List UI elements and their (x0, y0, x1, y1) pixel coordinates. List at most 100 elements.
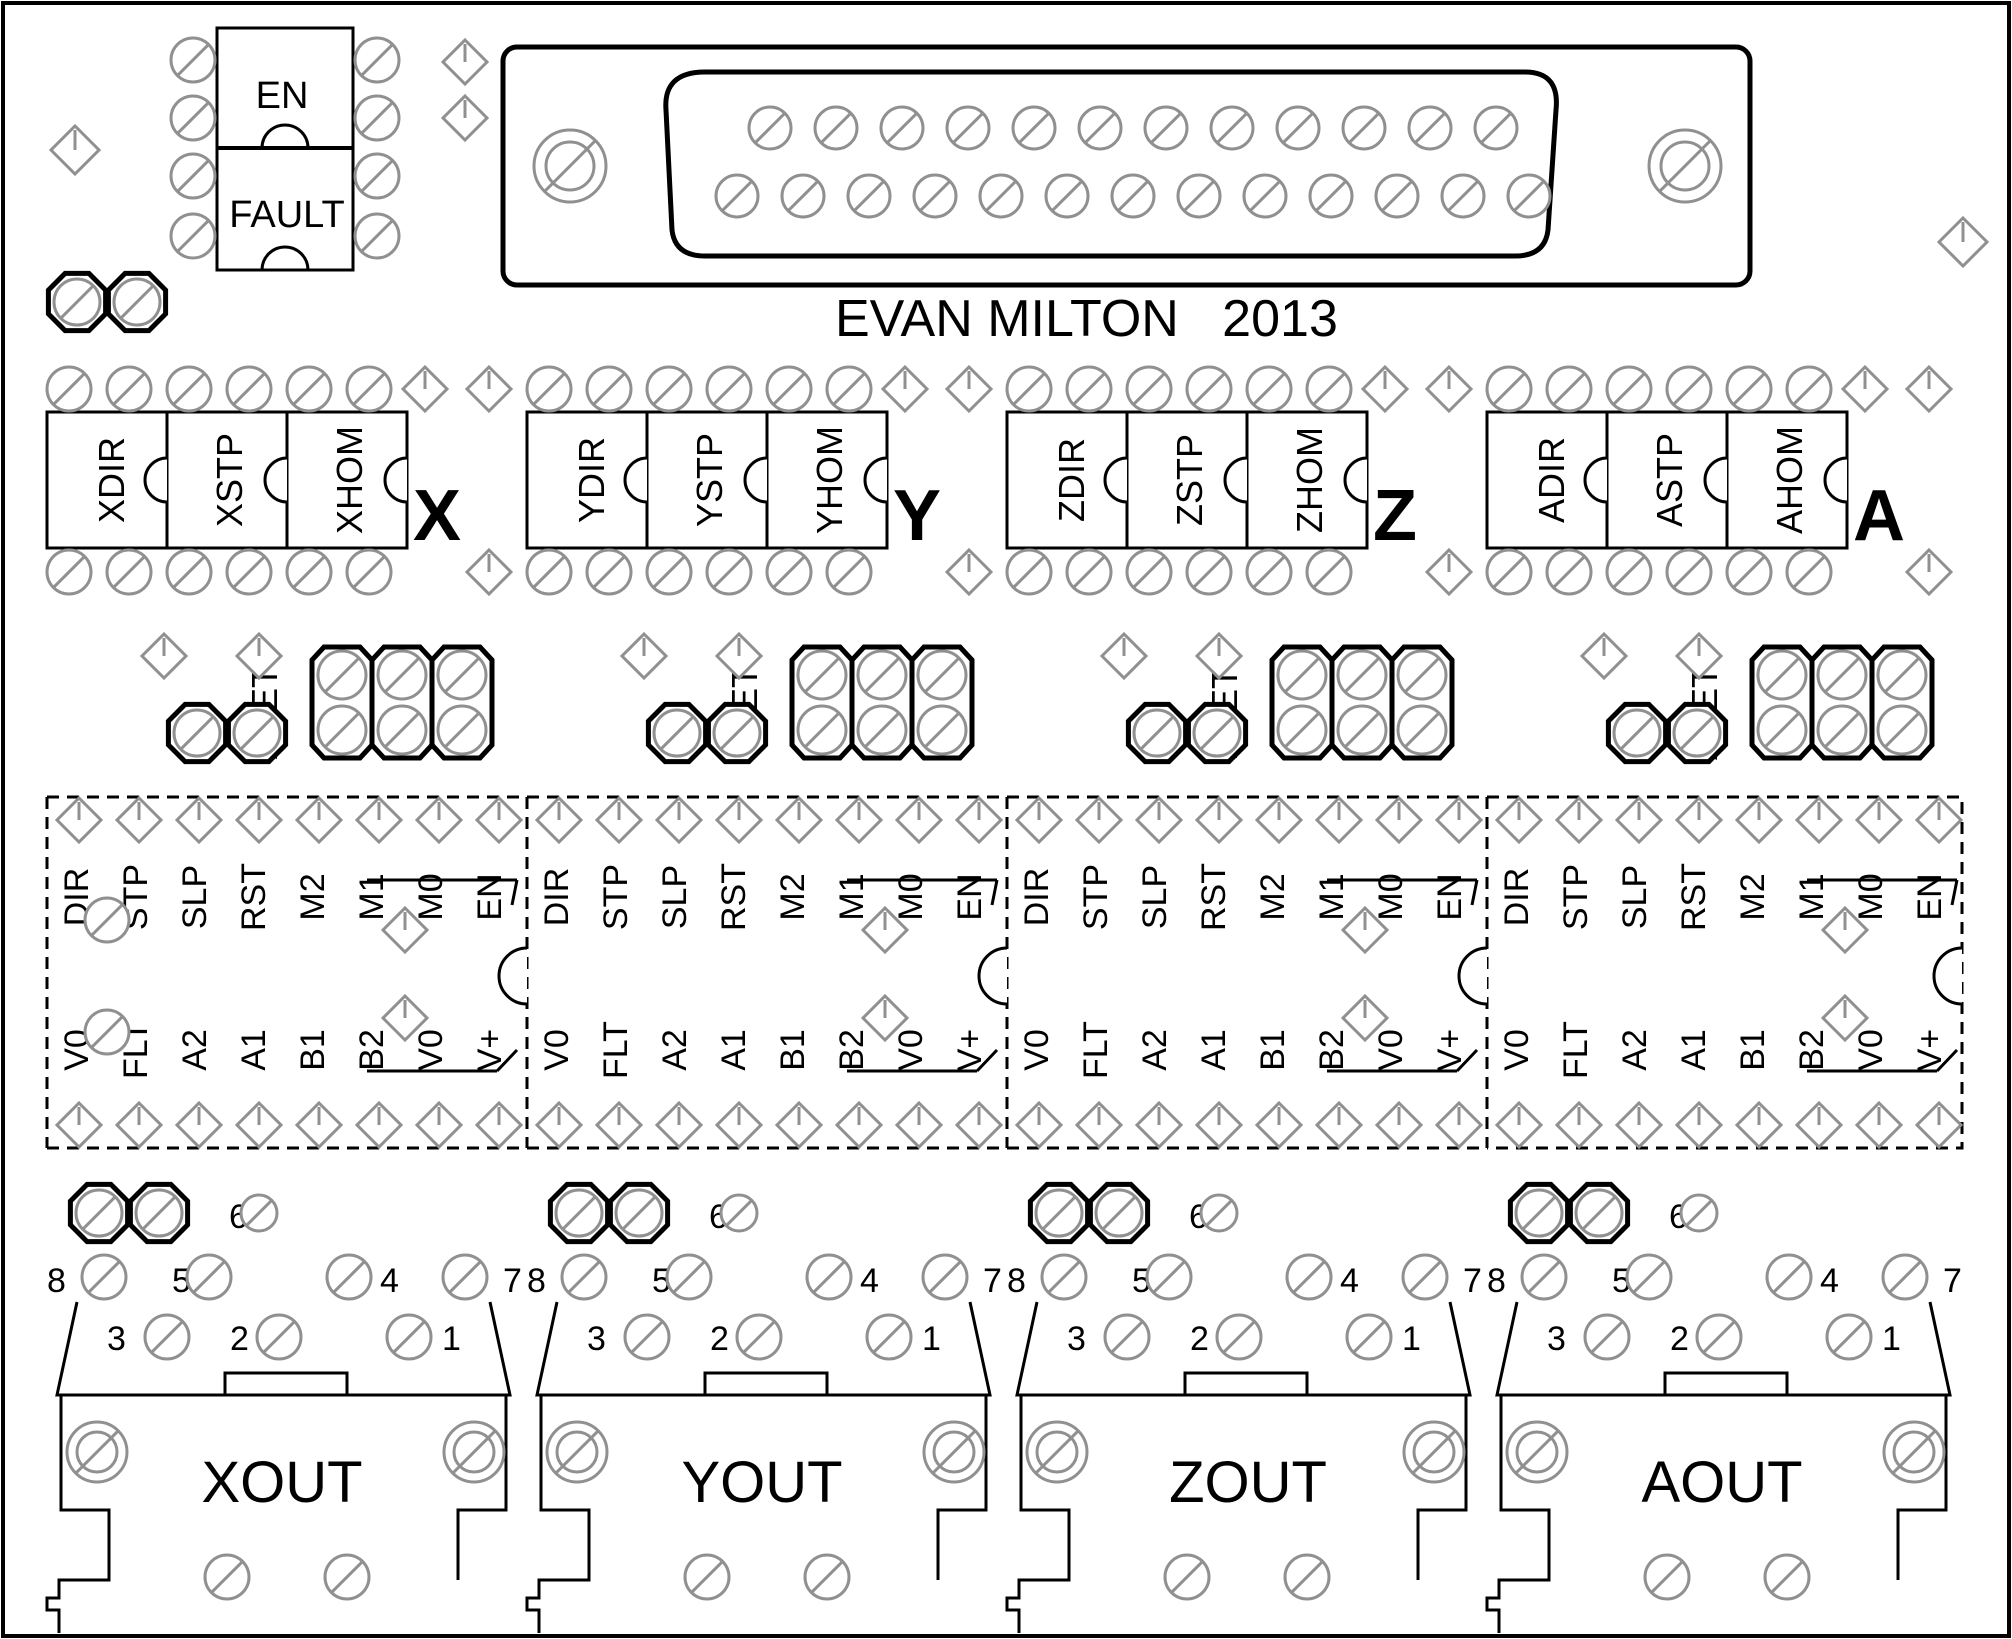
opto-pin (1785, 548, 1833, 596)
output-pin (385, 1313, 433, 1361)
opto-pin (705, 548, 753, 596)
led-pin (353, 94, 401, 142)
driver-via (1794, 795, 1844, 845)
output-pin (1103, 1313, 1151, 1361)
db25-pin (1473, 105, 1519, 151)
set-jumper (165, 701, 289, 765)
driver-via (174, 1100, 224, 1150)
driver-via (1374, 1100, 1424, 1150)
driver-x-top-labels: DIR STP SLP RST M2 M1 M0 EN (58, 863, 509, 931)
db25-pin (1209, 105, 1255, 151)
connector-z-pin-3: 3 (1067, 1320, 1086, 1358)
opto-pin (585, 548, 633, 596)
driver-via (534, 795, 584, 845)
driver-via (114, 1100, 164, 1150)
set-pin (796, 704, 848, 756)
opto-pin (1725, 365, 1773, 413)
opto-pin (1245, 365, 1293, 413)
opto-xhom-label: XHOM (329, 426, 370, 534)
output-pin (921, 1253, 969, 1301)
set-header-pair (429, 644, 495, 761)
opto-via (1424, 547, 1474, 597)
led-en-label: EN (256, 75, 309, 117)
opto-pin (1245, 548, 1293, 596)
driver-x-pin-b2: B2 (353, 1029, 391, 1071)
driver-via (414, 795, 464, 845)
driver-a-pin-a1: A1 (1675, 1029, 1713, 1071)
driver-via (1134, 795, 1184, 845)
db25-pin (1341, 105, 1387, 151)
output-pin (683, 1553, 731, 1601)
driver-via (114, 795, 164, 845)
output-pin (1285, 1253, 1333, 1301)
opto-pin (645, 365, 693, 413)
driver-pad (83, 896, 131, 944)
output-pin (1583, 1313, 1631, 1361)
driver-modules: DIR STP SLP RST M2 M1 M0 EN V0 FLT A2 A1… (45, 795, 1964, 1150)
driver-z-pin-a2: A2 (1136, 1029, 1174, 1071)
set-jumper (1605, 701, 1729, 765)
opto-via (1904, 547, 1954, 597)
opto-ahom-label: AHOM (1769, 426, 1810, 534)
driver-y-pin-b1: B1 (774, 1029, 812, 1071)
db25-body (500, 44, 1753, 288)
driver-via (1340, 905, 1390, 955)
opto-via (880, 364, 930, 414)
set-via (1194, 631, 1244, 681)
set-via (714, 631, 764, 681)
set-header-pair (1329, 644, 1395, 761)
driver-via (714, 1100, 764, 1150)
opto-pin (225, 365, 273, 413)
db25-connector (500, 44, 1753, 288)
driver-via (54, 795, 104, 845)
driver-via (1914, 795, 1964, 845)
jumper-pin (134, 1188, 184, 1238)
axis-a-letter: A (1853, 476, 1905, 556)
jumper-pin (74, 1188, 124, 1238)
opto-via (1360, 364, 1410, 414)
set-header-pair (1869, 644, 1935, 761)
driver-x-pin-a1: A1 (235, 1029, 273, 1071)
driver-via (774, 1100, 824, 1150)
jumper-pin (1094, 1188, 1144, 1238)
driver-a-pin-b1: B1 (1734, 1029, 1772, 1071)
opto-zdir: ZDIR (1005, 410, 1129, 550)
set-header-pair (789, 644, 855, 761)
opto-ydir: YDIR (525, 410, 649, 550)
driver-via (1854, 1100, 1904, 1150)
connector-x-pin-1: 1 (442, 1320, 461, 1358)
set-header-pair (1749, 644, 1815, 761)
set-pin (1336, 704, 1388, 756)
driver-via (1614, 1100, 1664, 1150)
jumper-pin (614, 1188, 664, 1238)
output-pin (1625, 1253, 1673, 1301)
set-via (1579, 631, 1629, 681)
axis-x-letter: X (413, 476, 461, 556)
driver-via (1314, 795, 1364, 845)
set-via (139, 631, 189, 681)
connector-y-pin-4: 4 (860, 1262, 879, 1300)
set-jumper-row: XSET YSET ZSET ASET (139, 631, 1935, 765)
db25-pins (714, 105, 1552, 219)
driver-via (1074, 795, 1124, 845)
output-jumper (67, 1181, 191, 1245)
output-pin (1679, 1193, 1719, 1233)
opto-pin (705, 365, 753, 413)
driver-a-pin-v0a: V0 (1498, 1029, 1536, 1071)
set-header-pair (849, 644, 915, 761)
set-jumper (645, 701, 769, 765)
driver-via (1820, 993, 1870, 1043)
output-jumper (547, 1181, 671, 1245)
power-jumper (45, 270, 169, 334)
driver-via (1554, 1100, 1604, 1150)
opto-pin (225, 548, 273, 596)
out-label-z: ZOUT (1169, 1450, 1327, 1515)
opto-yhom: YHOM (765, 410, 889, 550)
jumper-pin (1612, 708, 1662, 758)
driver-via (1014, 795, 1064, 845)
opto-pin (1665, 548, 1713, 596)
db25-pin (714, 173, 760, 219)
driver-via (654, 795, 704, 845)
led-pin (353, 36, 401, 84)
driver-z-pin-rst: RST (1195, 863, 1233, 931)
